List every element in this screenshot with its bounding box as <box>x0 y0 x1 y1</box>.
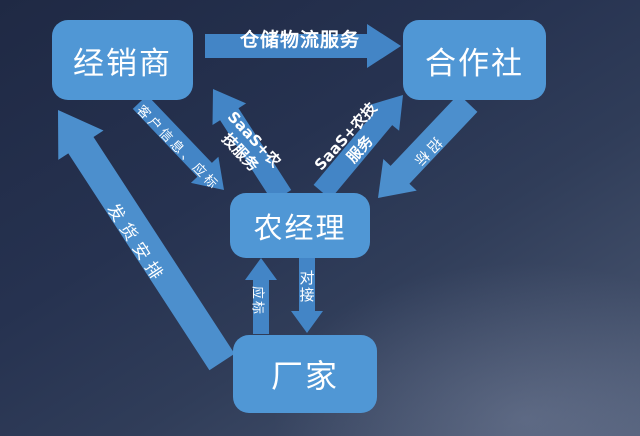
arrow-tender <box>378 94 478 198</box>
label-bid-response: 应标 <box>249 285 265 317</box>
node-farm-manager: 农经理 <box>230 193 370 258</box>
arrow-warehouse-logistics <box>205 24 401 68</box>
arrow-saas-agritech-left <box>212 89 292 202</box>
node-distributor: 经销商 <box>52 20 193 100</box>
label-connect: 对接 <box>297 270 316 304</box>
arrow-shipping-arrangement <box>58 110 235 371</box>
node-cooperative: 合作社 <box>403 20 546 100</box>
arrow-connect <box>291 258 323 333</box>
label-warehouse-logistics: 仓储物流服务 <box>239 29 360 51</box>
arrow-bid-response <box>245 258 277 334</box>
node-manufacturer: 厂家 <box>233 335 377 413</box>
arrow-customer-info-bid <box>132 95 224 190</box>
arrow-saas-agritech-right <box>313 95 403 200</box>
